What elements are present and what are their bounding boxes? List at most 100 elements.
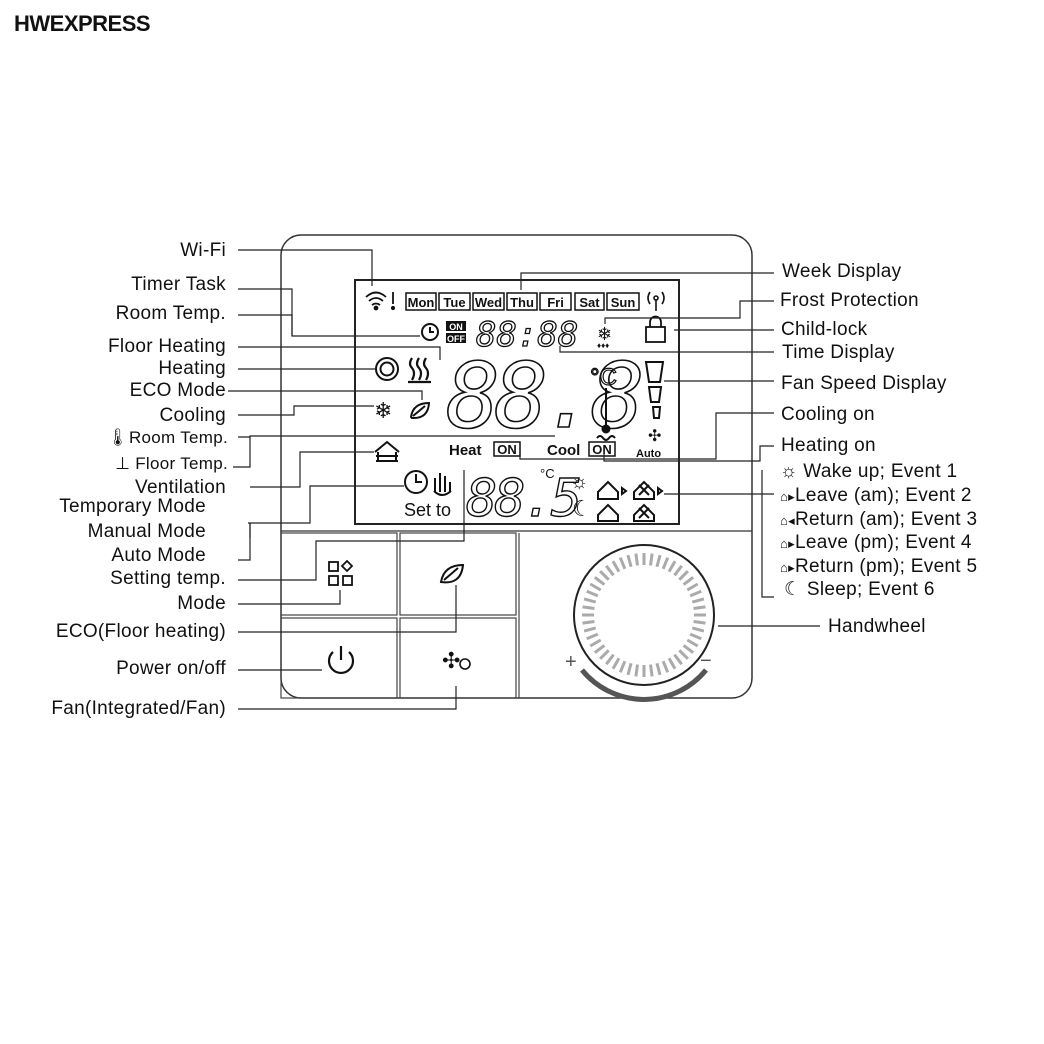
label-handwheel: Handwheel (828, 616, 926, 637)
fan-button[interactable] (399, 617, 517, 699)
handwheel-tick (589, 582, 602, 592)
handwheel-tick (693, 620, 706, 625)
event-6: ☾ Sleep; Event 6 (784, 579, 935, 600)
off-indicator: OFF (447, 334, 465, 344)
lcd-screen (354, 279, 680, 525)
label-timer-task: Timer Task (131, 274, 226, 295)
handwheel-tick (618, 660, 627, 673)
handwheel-tick (655, 662, 662, 676)
heating-ring-icon (375, 357, 399, 381)
handwheel-tick (649, 664, 654, 677)
handwheel-tick (626, 662, 633, 676)
temporary-mode-clock-icon (404, 470, 428, 494)
leave-pm-house-icon: ⌂▸ (780, 536, 795, 551)
leave-house-icon: ⌂▸ (780, 489, 795, 504)
cool-label: Cool (547, 442, 580, 459)
handwheel-tick (586, 589, 599, 598)
label-manual-mode: Manual Mode (87, 521, 206, 542)
handwheel-tick (693, 605, 706, 610)
lcd-house-icons (597, 480, 664, 522)
sun-icon: ☼ (780, 461, 804, 482)
label-room-temp: Room Temp. (115, 303, 226, 324)
label-ventilation: Ventilation (135, 477, 226, 498)
handwheel-tick (689, 589, 702, 598)
handwheel-tick (682, 576, 695, 586)
brand-title: HWEXPRESS (14, 11, 151, 36)
day-label-mon: Mon (408, 295, 435, 310)
handwheel-tick (582, 620, 595, 625)
cooling-snowflake-icon: ❄ (374, 398, 392, 423)
handwheel-tick (655, 554, 662, 568)
svg-text:♦♦♦: ♦♦♦ (597, 341, 609, 350)
time-digits: 88:88 (476, 315, 578, 355)
mode-button[interactable] (280, 532, 398, 616)
handwheel-tick (583, 626, 597, 633)
thermometer-icon (596, 388, 616, 441)
lcd-moon-icon: ☾ (572, 496, 592, 521)
handwheel-tick (661, 660, 670, 673)
handwheel-tick (583, 597, 597, 604)
handwheel[interactable] (573, 544, 715, 702)
set-to-label: Set to (404, 500, 451, 520)
day-box-mon (405, 292, 437, 311)
handwheel-tick (673, 653, 683, 666)
heat-label: Heat (449, 442, 482, 459)
handwheel-tick (582, 605, 595, 610)
handwheel-tick (678, 649, 689, 660)
label-heating: Heating (158, 358, 226, 379)
fan-auto-label: Auto (636, 448, 661, 460)
floor-thermometer-small-icon: ⊥ (115, 454, 136, 473)
handwheel-tick (667, 560, 677, 573)
handwheel-tick (611, 657, 621, 670)
return-pm-house-icon: ⌂▸ (780, 560, 795, 575)
label-cooling-on: Cooling on (781, 404, 875, 425)
label-eco-mode: ECO Mode (129, 380, 226, 401)
label-floor-heating: Floor Heating (108, 336, 226, 357)
label-heating-on: Heating on (781, 435, 876, 456)
label-fan: Fan(Integrated/Fan) (51, 698, 226, 719)
handwheel-tick (686, 638, 699, 648)
handwheel-tick (682, 644, 695, 654)
handwheel-tick (691, 597, 705, 604)
handwheel-tick (599, 649, 610, 660)
day-box-thu (506, 292, 538, 311)
day-label-wed: Wed (475, 295, 502, 310)
handwheel-tick (634, 553, 639, 566)
day-box-sat (574, 292, 605, 311)
handwheel-tick (593, 644, 606, 654)
handwheel-tick (678, 570, 689, 581)
celsius-large: °C (590, 364, 617, 391)
handwheel-tick (599, 570, 610, 581)
power-button[interactable] (280, 617, 398, 699)
label-fan-speed: Fan Speed Display (781, 373, 947, 394)
handwheel-tick (661, 557, 670, 570)
label-time-display: Time Display (782, 342, 895, 363)
manual-mode-hand-icon (433, 473, 452, 496)
handwheel-tick (593, 576, 606, 586)
eco-button[interactable] (399, 532, 517, 616)
day-label-thu: Thu (510, 295, 534, 310)
handwheel-tick (686, 582, 699, 592)
handwheel-tick (586, 632, 599, 641)
thermometer-small-icon: 🌡 (107, 428, 129, 447)
fan-speed-bars (644, 361, 665, 419)
power-icon (327, 646, 355, 674)
wifi-icon (365, 291, 396, 311)
label-temporary-mode: Temporary Mode (59, 496, 206, 517)
label-child-lock: Child-lock (781, 319, 868, 340)
fan-button-icon: ✣ (442, 648, 460, 673)
handwheel-tick (605, 564, 615, 577)
day-box-fri (539, 292, 572, 311)
eco-leaf-icon (409, 401, 431, 420)
event-2: ⌂▸Leave (am); Event 2 (780, 485, 972, 506)
handwheel-minus: − (700, 650, 712, 672)
lcd-sun-icon: ☼ (570, 471, 588, 493)
day-box-tue (438, 292, 471, 311)
handwheel-tick (649, 553, 654, 566)
label-mode: Mode (177, 593, 226, 614)
eco-leaf-button-icon (439, 563, 465, 584)
timer-clock-icon (421, 323, 439, 341)
event-3: ⌂◂Return (am); Event 3 (780, 509, 978, 530)
